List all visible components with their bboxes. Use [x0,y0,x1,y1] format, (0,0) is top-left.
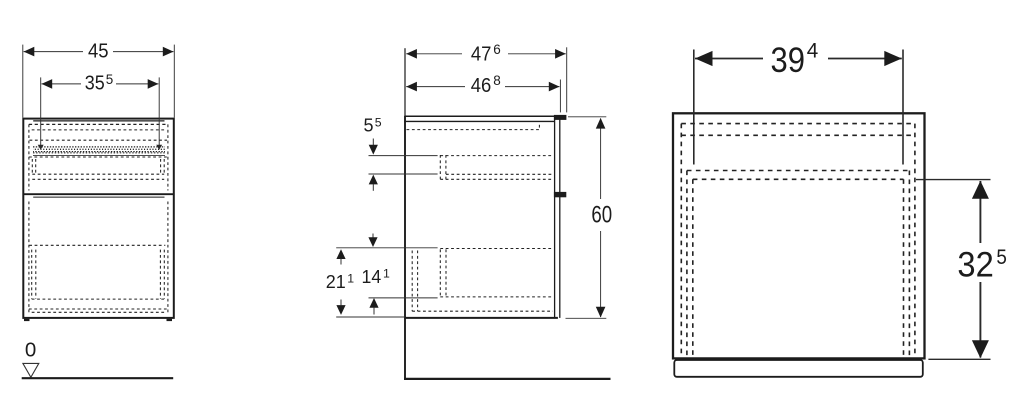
svg-text:8: 8 [493,73,501,88]
svg-text:1: 1 [383,267,390,281]
svg-text:5: 5 [364,116,374,136]
svg-text:47: 47 [471,43,492,65]
svg-text:21: 21 [326,272,346,292]
svg-text:1: 1 [347,272,354,286]
svg-text:5: 5 [106,72,114,87]
svg-text:39: 39 [771,40,806,80]
svg-text:4: 4 [807,40,819,63]
svg-text:46: 46 [471,75,492,97]
svg-text:60: 60 [591,201,612,228]
svg-text:14: 14 [362,267,382,287]
svg-text:35: 35 [85,72,105,94]
svg-text:45: 45 [88,40,109,62]
svg-text:0: 0 [25,339,36,362]
svg-text:5: 5 [375,116,382,130]
svg-text:32: 32 [957,245,993,285]
svg-text:5: 5 [996,246,1007,269]
svg-text:6: 6 [493,42,501,57]
